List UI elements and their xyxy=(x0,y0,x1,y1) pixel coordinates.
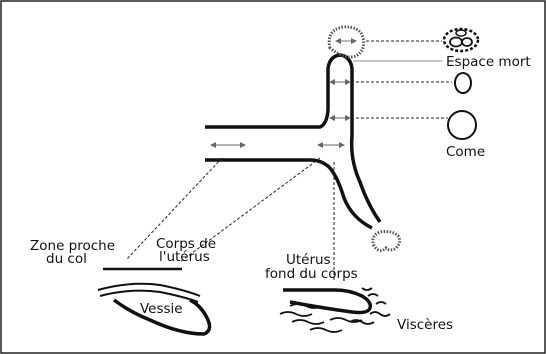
label-come: Come xyxy=(446,145,485,159)
label-zone-proche-line2: du col xyxy=(46,252,87,266)
vessie-top-line-1 xyxy=(98,284,200,296)
label-uterus-line2: fond du corps xyxy=(265,267,358,281)
tube-upper-wall xyxy=(205,68,328,127)
label-espace-mort: Espace mort xyxy=(446,55,531,69)
label-uterus-line1: Utérus xyxy=(286,253,331,267)
espace-mort-inner-left xyxy=(450,38,462,47)
small-oval xyxy=(455,73,471,93)
espace-mort-inner-right xyxy=(462,38,472,46)
label-vessie: Vessie xyxy=(140,302,183,316)
top-cross-section xyxy=(329,27,363,57)
label-corps-line2: l'utérus xyxy=(159,250,210,264)
tube-lower-wall xyxy=(205,160,372,228)
lower-cross-section xyxy=(373,232,400,251)
label-visceres: Viscères xyxy=(397,318,453,332)
tube-right-wall xyxy=(352,68,380,222)
come-circle xyxy=(448,111,476,139)
uterus-fond-outline xyxy=(283,290,370,313)
espace-mort-inner-top xyxy=(456,30,466,36)
